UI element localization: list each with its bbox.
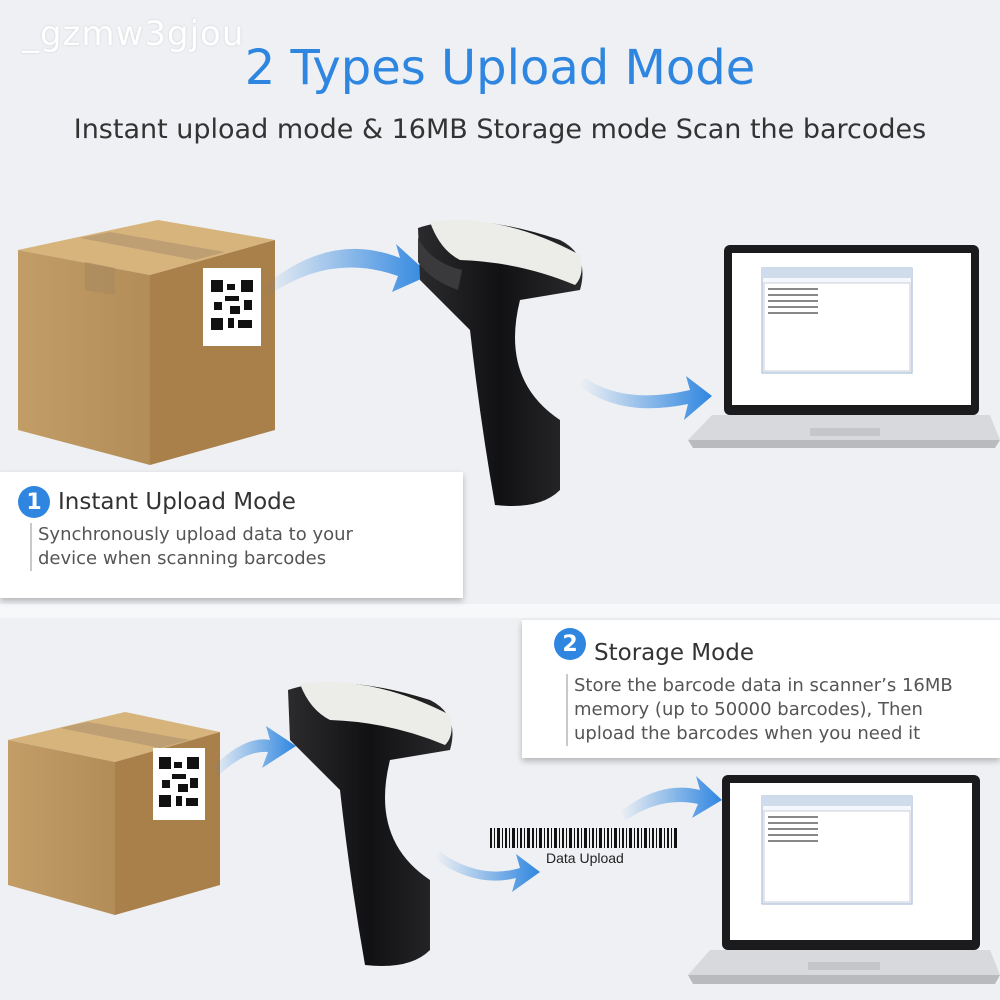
card-description: Store the barcode data in scanner’s 16MB…: [566, 674, 953, 746]
card-title: Storage Mode: [594, 640, 754, 666]
cardboard-box-icon: [18, 220, 275, 465]
storage-mode-card: 2 Storage Mode Store the barcode data in…: [522, 620, 1000, 758]
description-line: device when scanning barcodes: [38, 548, 327, 569]
barcode-scanner-icon: [418, 220, 583, 506]
page-title: 2 Types Upload Mode: [244, 40, 756, 96]
arrow-icon: [580, 376, 712, 420]
description-line: Synchronously upload data to your: [38, 524, 353, 545]
qr-code-icon: [159, 757, 199, 807]
card-title: Instant Upload Mode: [58, 489, 296, 515]
description-line: upload the barcodes when you need it: [574, 723, 921, 744]
barcode-icon: [490, 828, 677, 848]
watermark: _gzmw3gjou: [22, 14, 245, 54]
barcode-caption: Data Upload: [546, 850, 624, 866]
step-number-badge: 1: [18, 486, 50, 518]
page-subtitle: Instant upload mode & 16MB Storage mode …: [73, 114, 927, 145]
arrow-icon: [436, 852, 540, 892]
barcode-scanner-icon: [288, 682, 453, 966]
arrow-icon: [212, 726, 296, 776]
section-divider: [0, 604, 1000, 618]
arrow-icon: [620, 776, 722, 820]
cardboard-box-icon: [8, 712, 220, 915]
description-line: Store the barcode data in scanner’s 16MB: [574, 675, 953, 696]
description-line: memory (up to 50000 barcodes), Then: [574, 699, 923, 720]
laptop-icon: [688, 775, 1000, 984]
qr-code-icon: [209, 278, 255, 332]
laptop-icon: [688, 245, 1000, 448]
arrow-icon: [262, 244, 430, 296]
step-number-badge: 2: [554, 628, 586, 660]
instant-upload-card: 1 Instant Upload Mode Synchronously uplo…: [0, 472, 463, 598]
card-description: Synchronously upload data to your device…: [30, 523, 353, 571]
